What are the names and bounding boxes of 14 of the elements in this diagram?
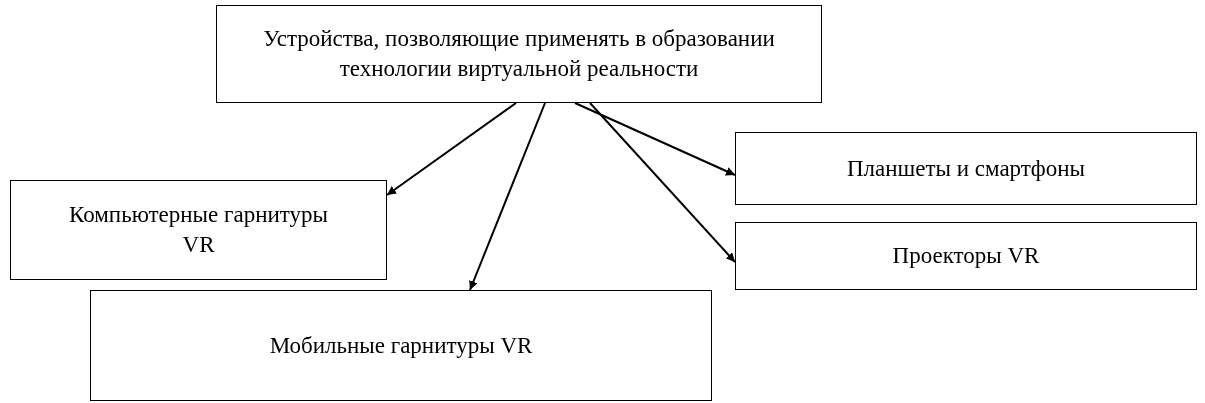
text-box: [735, 132, 1197, 205]
text-box: [90, 290, 712, 401]
text-box: [735, 222, 1197, 290]
box-label: Проекторы VR: [892, 242, 1040, 271]
text-box: [216, 5, 822, 103]
arrow: [589, 102, 736, 263]
arrow: [386, 102, 517, 196]
box-label: Мобильные гарнитуры VR: [269, 331, 533, 360]
arrow: [574, 102, 736, 176]
arrow: [469, 102, 546, 291]
box-label: Планшеты и смартфоны: [846, 154, 1086, 183]
box-label: Компьютерные гарнитуры VR: [68, 201, 329, 259]
box-label: Устройства, позволяющие применять в образовании технологии виртуальной реальности: [262, 25, 776, 83]
text-box: [10, 180, 387, 280]
